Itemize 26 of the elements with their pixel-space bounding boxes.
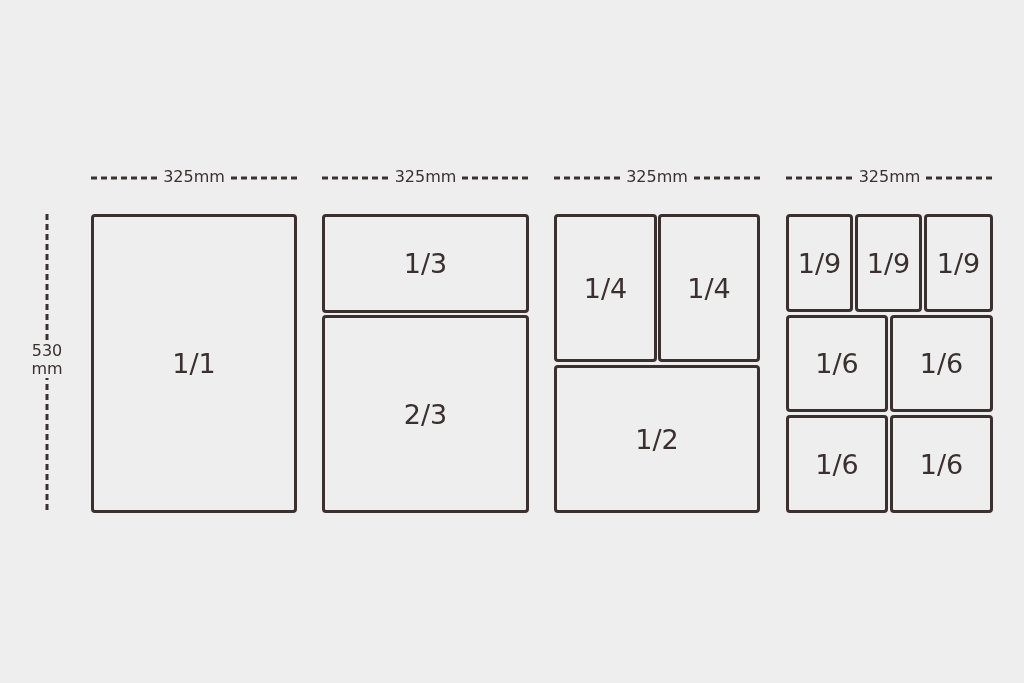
- pan-section: [924, 214, 993, 312]
- fraction-label: 1/9: [936, 247, 981, 279]
- pan-section: [855, 214, 922, 312]
- fraction-label: 1/6: [919, 448, 964, 480]
- fraction-label: 1/3: [403, 248, 448, 279]
- pan-section: [658, 214, 760, 362]
- pan-section: [786, 415, 888, 513]
- pan-section: [890, 315, 993, 412]
- fraction-label: 1/9: [866, 247, 911, 279]
- pan-section: [91, 214, 297, 513]
- fraction-label: 1/4: [583, 272, 628, 304]
- fraction-label: 1/6: [815, 448, 859, 480]
- pan-section: [554, 214, 657, 362]
- pan-section: [322, 214, 529, 313]
- pan-section: [322, 315, 529, 513]
- pan-section: [890, 415, 993, 513]
- fraction-label: 1/6: [815, 348, 859, 379]
- pan-section: [786, 214, 853, 312]
- fraction-label: 1/9: [797, 247, 842, 279]
- fraction-label: 1/2: [635, 423, 679, 455]
- fraction-label: 2/3: [403, 398, 448, 430]
- fraction-label: 1/6: [919, 348, 964, 379]
- pan-section: [786, 315, 888, 412]
- fraction-label: 1/4: [687, 272, 731, 304]
- pan-section: [554, 365, 760, 513]
- fraction-label: 1/1: [172, 348, 216, 379]
